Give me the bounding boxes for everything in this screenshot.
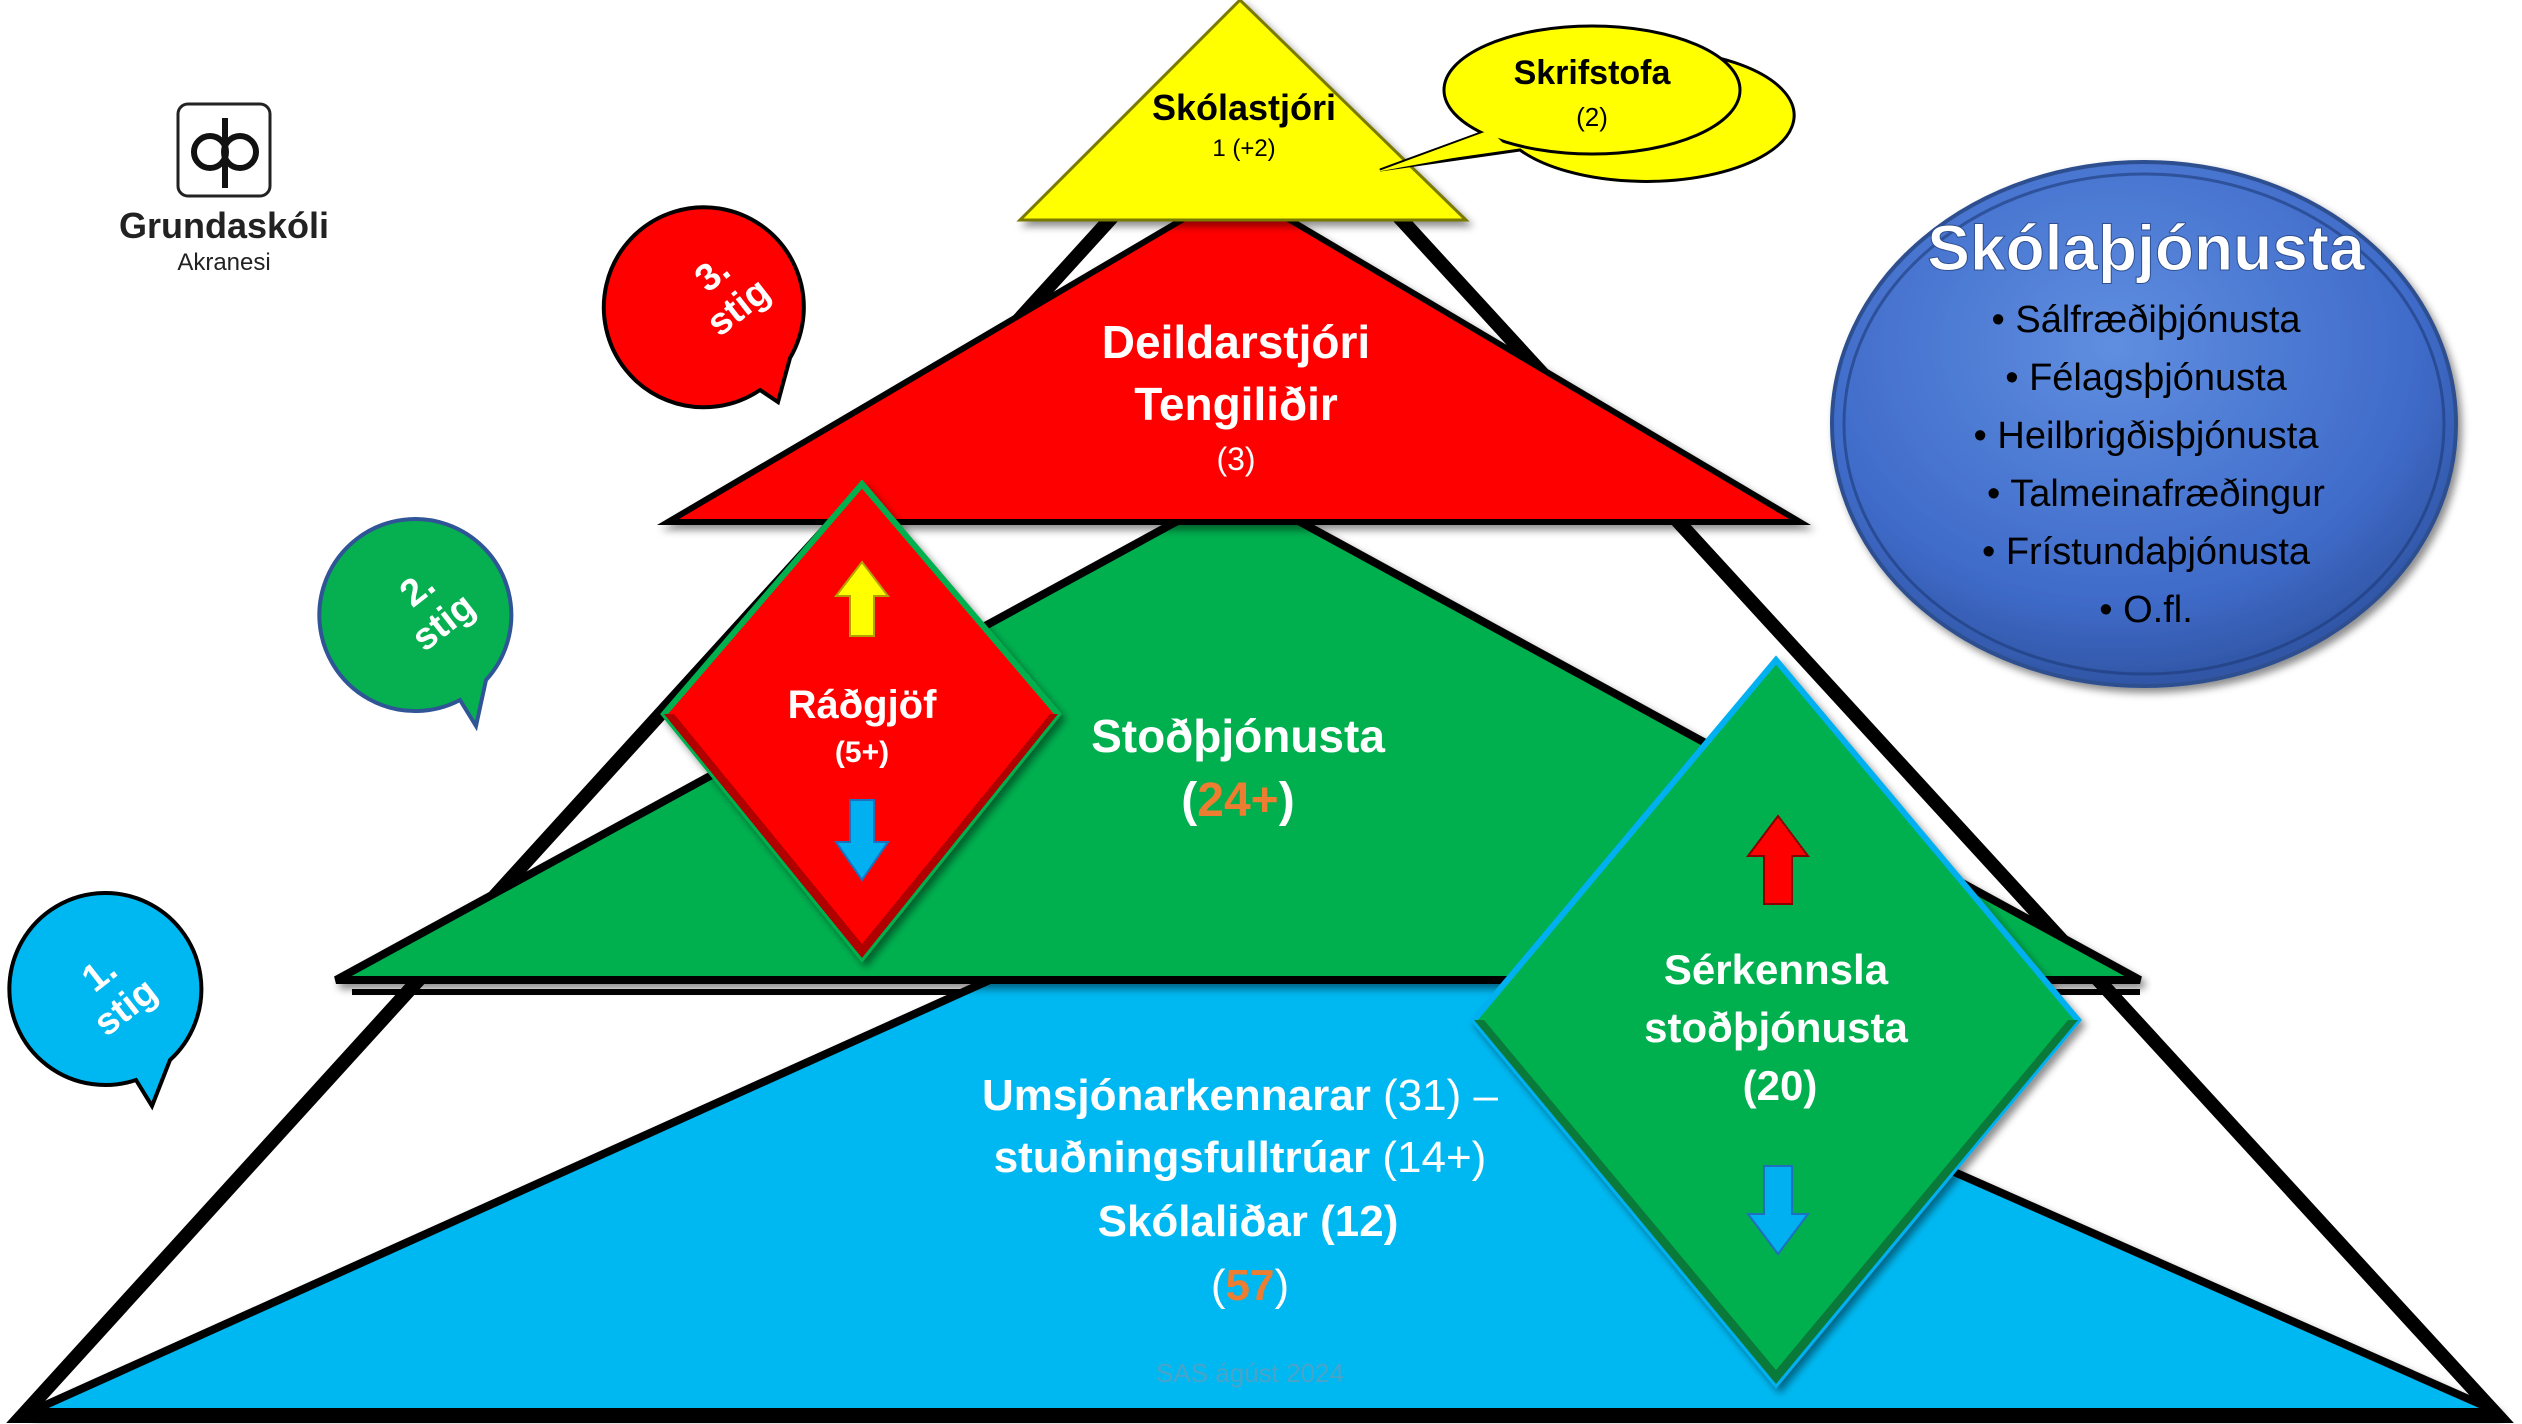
bullet-icon: • — [2099, 589, 2123, 631]
department-line1: Deildarstjóri — [1102, 316, 1370, 368]
base-line2-count: (14+) — [1370, 1133, 1486, 1182]
logo-name: Grundaskóli — [119, 205, 329, 246]
principal-count: 1 (+2) — [1212, 135, 1275, 162]
list-item: • Frístundaþjónusta — [1982, 531, 2311, 573]
level-2-bubble: 2. stig — [317, 517, 514, 732]
department-count: (3) — [1216, 441, 1255, 477]
list-item: • O.fl. — [2099, 589, 2193, 631]
tier-principal-triangle — [1016, 0, 1470, 222]
base-line1: Umsjónarkennarar (31) – — [982, 1071, 1499, 1120]
list-item: • Talmeinafræðingur — [1987, 473, 2325, 515]
special-ed-diamond: Sérkennsla stoðþjónusta (20) — [1470, 655, 2082, 1389]
arrow-down-icon — [1746, 1165, 1810, 1256]
support-open-paren: ( — [1181, 774, 1197, 827]
base-line1-name: Umsjónarkennarar — [982, 1071, 1371, 1120]
list-item-label: Frístundaþjónusta — [2006, 531, 2311, 573]
support-count-line: (24+) — [1181, 774, 1294, 827]
level-1-bubble: 1. stig — [7, 891, 204, 1111]
support-title: Stoðþjónusta — [1091, 710, 1385, 762]
bullet-icon: • — [2005, 357, 2029, 399]
school-logo: Grundaskóli Akranesi — [119, 102, 329, 276]
special-ed-line2: stoðþjónusta — [1644, 1004, 1908, 1051]
base-line1-count: (31) – — [1371, 1071, 1499, 1120]
list-item-label: O.fl. — [2123, 589, 2193, 631]
bullet-icon: • — [1987, 473, 2010, 515]
base-total: 57 — [1226, 1261, 1275, 1310]
base-line3: Skólaliðar (12) — [1098, 1197, 1399, 1246]
arrow-down-icon — [834, 799, 890, 882]
school-services-oval: Skólaþjónusta • Sálfræðiþjónusta • Félag… — [1830, 160, 2458, 688]
office-title: Skrifstofa — [1514, 54, 1672, 92]
special-ed-count: (20) — [1743, 1062, 1818, 1109]
school-services-title: Skólaþjónusta — [1927, 212, 2365, 284]
arrow-up-icon — [1746, 814, 1810, 905]
footer-credit: SAS ágúst 2024 — [1156, 1358, 1344, 1388]
office-bubble: Skrifstofa (2) — [1376, 24, 1796, 183]
level-3-bubble: 3. stig — [601, 205, 806, 410]
school-services-oval-shape — [1830, 160, 2458, 688]
office-count: (2) — [1576, 102, 1608, 132]
bullet-icon: • — [1982, 531, 2006, 573]
list-item: • Heilbrigðisþjónusta — [1974, 415, 2320, 457]
list-item-label: Heilbrigðisþjónusta — [1997, 415, 2319, 457]
base-line2-name: stuðningsfulltrúar — [994, 1133, 1370, 1182]
support-count: 24+ — [1197, 774, 1278, 827]
principal-title: Skólastjóri — [1152, 87, 1336, 128]
level-3-bubble-shape — [601, 205, 806, 410]
office-bubble-tail — [1376, 130, 1508, 172]
base-total-line: (57) — [1211, 1261, 1289, 1310]
school-services-list: • Sálfræðiþjónusta • Félagsþjónusta • He… — [1974, 299, 2326, 631]
list-item: • Félagsþjónusta — [2005, 357, 2287, 399]
base-total-open: ( — [1211, 1261, 1226, 1310]
arrow-up-icon — [833, 560, 891, 637]
list-item: • Sálfræðiþjónusta — [1991, 299, 2301, 341]
list-item-label: Sálfræðiþjónusta — [2015, 299, 2301, 341]
base-line2: stuðningsfulltrúar (14+) — [994, 1133, 1487, 1182]
bullet-icon: • — [1974, 415, 1998, 457]
base-total-close: ) — [1274, 1261, 1289, 1310]
tier-department-triangle — [656, 184, 1811, 525]
level-1-bubble-shape — [7, 891, 204, 1111]
logo-place: Akranesi — [177, 249, 270, 276]
support-close-paren: ) — [1279, 774, 1295, 827]
counseling-title: Ráðgjöf — [788, 683, 938, 727]
special-ed-line1: Sérkennsla — [1664, 946, 1889, 993]
level-2-bubble-shape — [317, 517, 514, 732]
office-bubble-body — [1442, 24, 1742, 156]
school-services-oval-rim — [1842, 172, 2446, 676]
list-item-label: Talmeinafræðingur — [2010, 473, 2325, 515]
bullet-icon: • — [1991, 299, 2015, 341]
counseling-count: (5+) — [835, 736, 889, 769]
department-line2: Tengiliðir — [1134, 378, 1338, 430]
counseling-diamond: Ráðgjöf (5+) — [660, 479, 1062, 963]
list-item-label: Félagsþjónusta — [2029, 357, 2288, 399]
